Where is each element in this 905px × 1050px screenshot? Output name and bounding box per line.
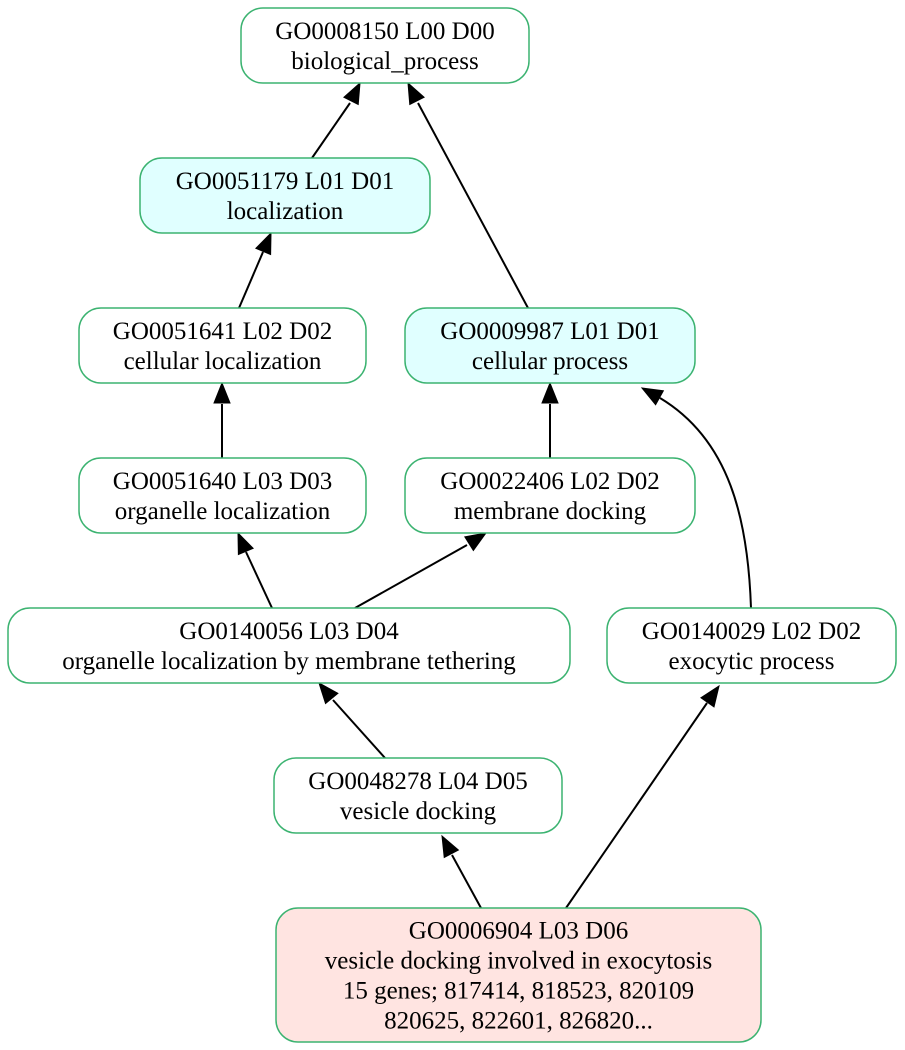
- node-box: [139, 157, 431, 234]
- edge-line: [332, 699, 386, 759]
- node-label-line: cellular process: [472, 348, 628, 375]
- node-GO0140029: GO0140029 L02 D02 exocytic process: [606, 607, 897, 684]
- edge-GO0006904-to-GO0048278: [441, 834, 482, 909]
- node-box: [78, 307, 367, 384]
- edge-GO0048278-to-GO0140056: [318, 681, 386, 759]
- node-id-label: GO0008150 L00 D00: [275, 18, 494, 45]
- node-GO0140056: GO0140056 L03 D04 organelle localization …: [7, 607, 571, 684]
- edge-GO0051641-to-GO0051179: [238, 231, 272, 309]
- arrowhead-icon: [700, 684, 720, 708]
- node-label-line: 820625, 822601, 826820...: [384, 1007, 653, 1034]
- arrowhead-icon: [441, 834, 460, 859]
- arrowhead-icon: [640, 387, 665, 406]
- edge-line: [565, 702, 708, 909]
- node-id-label: GO0048278 L04 D05: [308, 768, 527, 795]
- edge-line: [417, 102, 529, 309]
- node-box: [404, 457, 696, 534]
- arrowhead-icon: [254, 231, 272, 256]
- node-label-line: cellular localization: [124, 348, 322, 375]
- node-label-line: vesicle docking: [340, 798, 497, 825]
- edge-line: [659, 397, 752, 609]
- node-GO0051641: GO0051641 L02 D02 cellular localization: [78, 307, 367, 384]
- edge-GO0051179-to-GO0008150: [311, 81, 361, 159]
- node-id-label: GO0009987 L01 D01: [440, 318, 659, 345]
- node-id-label: GO0140056 L03 D04: [179, 618, 399, 645]
- node-label-line: 15 genes; 817414, 818523, 820109: [343, 977, 694, 1004]
- node-label-line: organelle localization: [115, 498, 331, 525]
- arrowhead-icon: [407, 81, 425, 106]
- node-GO0051179: GO0051179 L01 D01 localization: [139, 157, 431, 234]
- arrowhead-icon: [237, 531, 255, 556]
- node-box: [7, 607, 571, 684]
- node-box: [404, 307, 696, 384]
- node-id-label: GO0051179 L01 D01: [176, 168, 395, 195]
- edge-line: [451, 854, 482, 909]
- node-box: [240, 7, 530, 84]
- node-id-label: GO0006904 L03 D06: [409, 917, 628, 944]
- edge-line: [238, 251, 264, 309]
- node-GO0008150: GO0008150 L00 D00 biological_process: [240, 7, 530, 84]
- arrowhead-icon: [464, 532, 488, 552]
- edge-GO0051640-to-GO0051641: [213, 381, 231, 458]
- arrowhead-icon: [343, 81, 361, 106]
- node-label-line: organelle localization by membrane tethe…: [62, 648, 516, 675]
- node-label-line: vesicle docking involved in exocytosis: [325, 947, 712, 974]
- node-GO0048278: GO0048278 L04 D05 vesicle docking: [273, 757, 563, 834]
- node-id-label: GO0051641 L02 D02: [113, 318, 332, 345]
- edge-line: [311, 102, 351, 159]
- edge-GO0140056-to-GO0051640: [237, 531, 273, 609]
- node-label-line: biological_process: [291, 48, 478, 75]
- node-GO0006904: GO0006904 L03 D06 vesicle docking involve…: [275, 907, 762, 1043]
- arrowhead-icon: [541, 381, 559, 404]
- arrowhead-icon: [213, 381, 231, 404]
- edge-GO0140029-to-GO0009987: [640, 387, 752, 609]
- node-box: [606, 607, 897, 684]
- edge-line: [354, 544, 468, 609]
- node-GO0022406: GO0022406 L02 D02 membrane docking: [404, 457, 696, 534]
- edges-layer: [213, 81, 752, 909]
- node-id-label: GO0022406 L02 D02: [440, 468, 659, 495]
- node-id-label: GO0051640 L03 D03: [113, 468, 332, 495]
- edge-line: [245, 551, 273, 609]
- edge-GO0022406-to-GO0009987: [541, 381, 559, 458]
- node-label-line: localization: [227, 198, 344, 225]
- arrowhead-icon: [318, 681, 339, 705]
- edge-GO0009987-to-GO0008150: [407, 81, 529, 309]
- node-box: [78, 457, 367, 534]
- edge-GO0140056-to-GO0022406: [354, 532, 488, 609]
- node-GO0051640: GO0051640 L03 D03 organelle localization: [78, 457, 367, 534]
- nodes-layer: GO0008150 L00 D00 biological_processGO005…: [7, 7, 897, 1043]
- node-box: [275, 907, 762, 1043]
- node-id-label: GO0140029 L02 D02: [642, 618, 861, 645]
- node-label-line: exocytic process: [669, 648, 835, 675]
- node-label-line: membrane docking: [454, 498, 647, 525]
- edge-GO0006904-to-GO0140029: [565, 684, 720, 909]
- node-GO0009987: GO0009987 L01 D01 cellular process: [404, 307, 696, 384]
- node-box: [273, 757, 563, 834]
